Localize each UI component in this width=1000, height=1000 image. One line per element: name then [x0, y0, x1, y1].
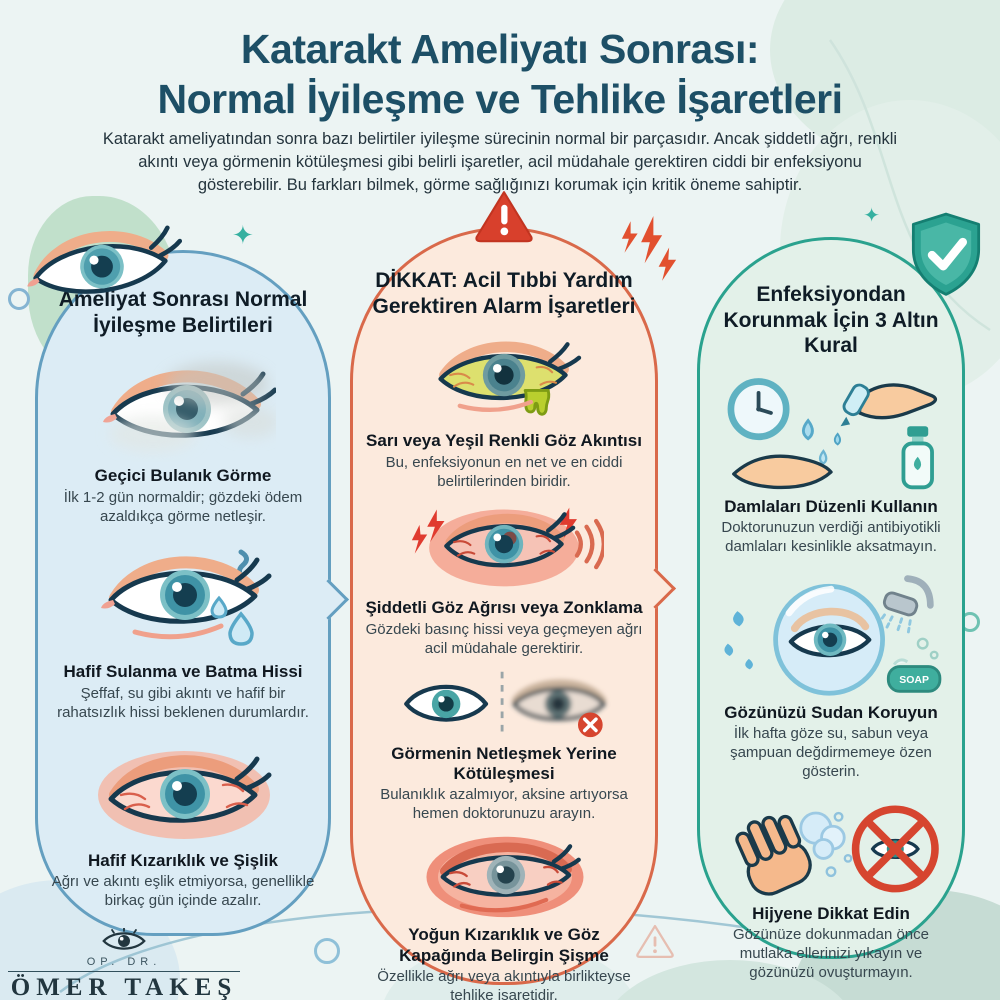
soap-label: SOAP	[899, 674, 929, 686]
page-title: Katarakt Ameliyatı Sonrası: Normal İyile…	[0, 24, 1000, 124]
list-item: Görmenin Netleşmek Yerine Kötüleşmesi Bu…	[353, 666, 655, 825]
sparkle-icon: ✦	[232, 220, 254, 250]
hand-hygiene-icon	[716, 796, 946, 900]
list-item-title: Damlaları Düzenli Kullanın	[724, 496, 938, 516]
list-item: Damlaları Düzenli Kullanın Doktorunuzun …	[700, 371, 962, 557]
circle-ornament	[314, 938, 340, 964]
list-item-title: Geçici Bulanık Görme	[94, 466, 272, 486]
page-title-line1: Katarakt Ameliyatı Sonrası:	[240, 26, 760, 72]
list-item-desc: Özellikle ağrı veya akıntıyla birlikteys…	[377, 967, 631, 1000]
rules-card-title: Enfeksiyondan Korunmak İçin 3 Altın Kura…	[723, 283, 939, 358]
list-item-desc: Gözdeki basınç hissi veya geçmeyen ağrı …	[365, 620, 643, 657]
list-item-title: Şiddetli Göz Ağrısı veya Zonklama	[365, 598, 643, 618]
list-item: Hafif Kızarıklık ve Şişlik Ağrı ve akınt…	[38, 737, 328, 911]
page-subtitle: Katarakt ameliyatından sonra bazı belirt…	[102, 130, 898, 195]
logo-eye-icon	[8, 927, 240, 954]
list-item: Geçici Bulanık Görme İlk 1-2 gün normald…	[38, 350, 328, 526]
discharge-eye-icon	[422, 327, 587, 427]
list-item-title: Gözünüzü Sudan Koruyun	[724, 703, 938, 722]
list-item-title: Yoğun Kızarıklık ve Göz Kapağında Belirg…	[399, 925, 609, 965]
swollen-eye-icon	[412, 831, 597, 921]
list-item-desc: Doktorunuzun verdiği antibiyotikli damla…	[721, 519, 941, 556]
water-protection-icon: SOAP	[716, 571, 946, 699]
list-item: Hafif Sulanma ve Batma Hissi Şeffaf, su …	[38, 540, 328, 722]
warning-triangle-icon	[472, 188, 536, 244]
decorative-eye-icon	[5, 206, 194, 324]
list-item-desc: Bu, enfeksiyonun en net ve en ciddi beli…	[385, 453, 623, 490]
doctor-credential: OP. DR.	[86, 956, 162, 968]
worsening-vision-icon	[389, 666, 619, 740]
page-title-line2: Normal İyileşme ve Tehlike İşaretleri	[157, 76, 843, 123]
doctor-signature: OP. DR. ÖMER TAKEŞ GÖZ HASTALIKLARI UZMA…	[8, 927, 240, 1000]
list-item: Hijyene Dikkat Edin Gözünüze dokunmadan …	[700, 796, 962, 983]
golden-rules-card: Enfeksiyondan Korunmak İçin 3 Altın Kura…	[697, 212, 981, 981]
lightning-bolts-icon	[617, 216, 681, 286]
list-item: Şiddetli Göz Ağrısı veya Zonklama Gözdek…	[353, 498, 655, 658]
eye-drops-icon	[716, 371, 946, 493]
painful-eye-icon	[404, 498, 606, 594]
list-item-desc: İlk hafta göze su, sabun veya şampuan de…	[730, 725, 932, 781]
divider	[8, 971, 240, 972]
list-item-title: Sarı veya Yeşil Renkli Göz Akıntısı	[366, 431, 642, 451]
sparkle-icon: ✦	[863, 205, 880, 227]
list-item-desc: Şeffaf, su gibi akıntı ve hafif bir raha…	[57, 684, 309, 721]
list-item-desc: İlk 1-2 gün normaldir; gözdeki ödem azal…	[63, 488, 303, 525]
blurry-eye-icon	[91, 350, 279, 462]
normal-card-title: Ameliyat Sonrası Normal İyileşme Belirti…	[58, 288, 308, 337]
list-item-title: Hijyene Dikkat Edin	[752, 904, 910, 924]
list-item: Sarı veya Yeşil Renkli Göz Akıntısı Bu, …	[353, 327, 655, 491]
faint-warning-triangle-icon	[634, 922, 676, 960]
shield-check-icon	[904, 210, 988, 304]
list-item: Yoğun Kızarıklık ve Göz Kapağında Belirg…	[353, 831, 655, 1000]
teary-eye-icon	[91, 540, 276, 658]
list-item-title: Görmenin Netleşmek Yerine Kötüleşmesi	[391, 743, 617, 783]
mild-red-eye-icon	[91, 737, 276, 847]
list-item-title: Hafif Kızarıklık ve Şişlik	[88, 850, 278, 870]
list-item-desc: Bulanıklık azalmıyor, aksine artıyorsa h…	[380, 786, 628, 823]
alarm-card-title: DİKKAT: Acil Tıbbi Yardım Gerektiren Ala…	[372, 269, 636, 318]
doctor-name: ÖMER TAKEŞ	[10, 974, 238, 1000]
alarm-signs-card: DİKKAT: Acil Tıbbi Yardım Gerektiren Ala…	[350, 191, 677, 1000]
list-item-desc: Gözünüze dokunmadan önce mutlaka ellerin…	[733, 926, 929, 982]
list-item-title: Hafif Sulanma ve Batma Hissi	[63, 662, 303, 682]
circle-ornament	[8, 288, 30, 310]
list-item: SOAP Gözünüzü Sudan Koruyun İlk hafta gö…	[700, 571, 962, 782]
normal-healing-card: Ameliyat Sonrası Normal İyileşme Belirti…	[27, 225, 350, 936]
list-item-desc: Ağrı ve akıntı eşlik etmiyorsa, genellik…	[51, 872, 315, 909]
